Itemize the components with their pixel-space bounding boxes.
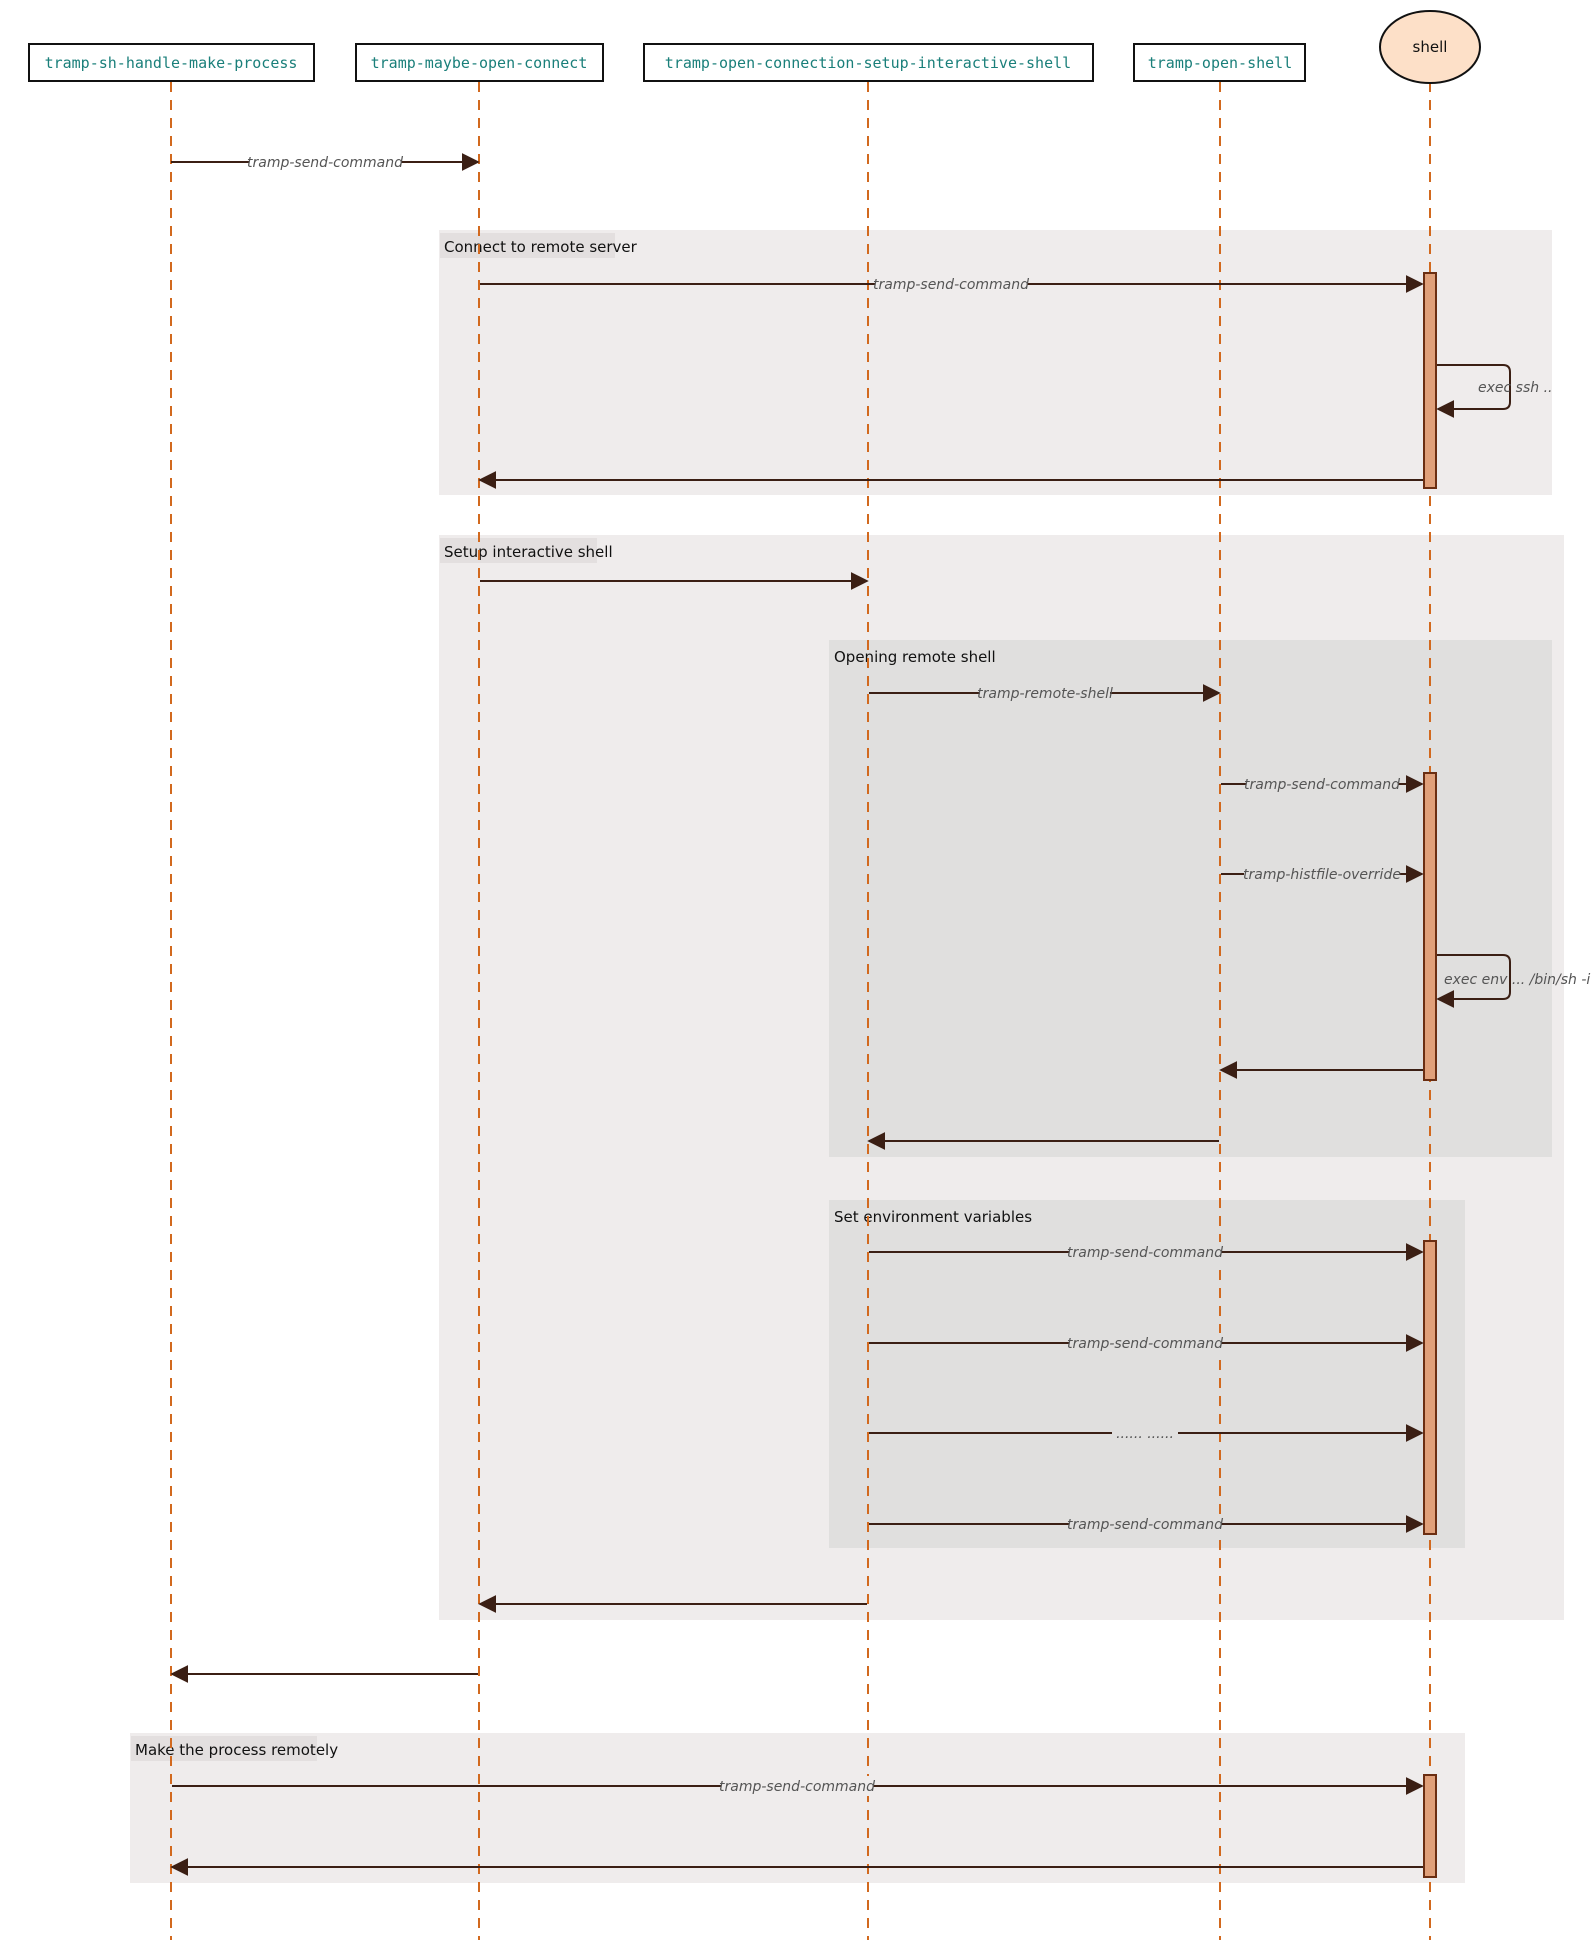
message-labels: tramp-send-command tramp-send-command ex… — [247, 152, 1590, 1796]
participant-p1: tramp-sh-handle-make-process — [28, 43, 315, 82]
group-title: Set environment variables — [834, 1208, 1032, 1226]
message-label: tramp-send-command — [1067, 1517, 1223, 1533]
activations — [1423, 272, 1437, 1878]
participant-label: tramp-maybe-open-connect — [371, 54, 588, 72]
message-label: tramp-send-command — [247, 155, 403, 171]
self-message-arrow — [1436, 364, 1511, 418]
participant-p4: tramp-open-shell — [1133, 43, 1306, 82]
message-label: tramp-send-command — [1244, 777, 1400, 793]
message-label: tramp-remote-shell — [977, 686, 1113, 702]
participant-p5: shell — [1379, 10, 1481, 84]
participant-label: shell — [1413, 38, 1448, 56]
group-make-the-process-remotely: Make the process remotely — [130, 1733, 1465, 1883]
group-connect-to-remote-server: Connect to remote server — [439, 230, 1552, 495]
message-label: tramp-send-command — [873, 277, 1029, 293]
message-label: tramp-send-command — [1067, 1336, 1223, 1352]
activation-bar — [1423, 1240, 1437, 1535]
group-title: Connect to remote server — [444, 238, 638, 256]
activation-bar — [1423, 272, 1437, 489]
participant-p2: tramp-maybe-open-connect — [355, 43, 604, 82]
message-label: exec ssh .. — [1478, 380, 1552, 396]
message-label: ...... ...... — [1116, 1426, 1174, 1442]
group-title: Setup interactive shell — [444, 543, 613, 561]
activation-bar — [1423, 772, 1437, 1081]
activation-bar — [1423, 1774, 1437, 1878]
group-opening-remote-shell: Opening remote shell — [829, 640, 1552, 1157]
message-label: tramp-send-command — [719, 1779, 875, 1795]
participant-p3: tramp-open-connection-setup-interactive-… — [643, 43, 1094, 82]
message-label: exec env ... /bin/sh -i — [1444, 972, 1590, 988]
group-title: Opening remote shell — [834, 648, 996, 666]
message-label: tramp-histfile-override — [1243, 867, 1401, 883]
participant-label: tramp-sh-handle-make-process — [45, 54, 298, 72]
participant-label: tramp-open-connection-setup-interactive-… — [665, 54, 1071, 72]
self-message-arrow — [1436, 954, 1511, 1008]
participant-label: tramp-open-shell — [1148, 54, 1293, 72]
message-label: tramp-send-command — [1067, 1245, 1223, 1261]
group-title: Make the process remotely — [135, 1741, 338, 1759]
